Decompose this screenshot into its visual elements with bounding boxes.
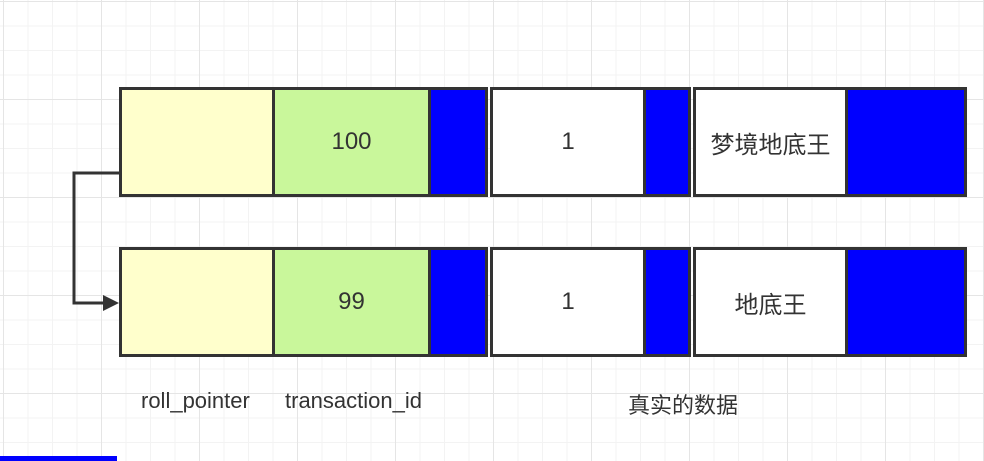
name-field-cell: 地底王: [693, 247, 848, 357]
divider-cell: [643, 87, 691, 197]
transaction-id-value: 99: [338, 288, 365, 315]
arrowhead-icon: [103, 295, 119, 311]
bottom-left-blue-bar: [0, 456, 117, 461]
id-field-cell: 1: [490, 87, 646, 197]
divider-cell: [845, 87, 967, 197]
id-field-value: 1: [561, 128, 575, 155]
name-field-value: 梦境地底王: [710, 131, 831, 159]
name-field-value: 地底王: [734, 291, 807, 319]
label-roll-pointer: roll_pointer: [141, 388, 250, 413]
roll-pointer-cell: [119, 247, 275, 357]
arrow-line: [72, 171, 120, 305]
divider-cell: [643, 247, 691, 357]
divider-cell: [845, 247, 967, 357]
roll-pointer-arrow: [72, 171, 120, 311]
name-field-cell: 梦境地底王: [693, 87, 848, 197]
record-row-current: 100 1 梦境地底王: [119, 87, 967, 197]
id-field-value: 1: [561, 288, 575, 315]
divider-cell: [428, 87, 488, 197]
transaction-id-value: 100: [331, 128, 372, 155]
label-transaction-id: transaction_id: [285, 388, 422, 413]
roll-pointer-cell: [119, 87, 275, 197]
id-field-cell: 1: [490, 247, 646, 357]
transaction-id-cell: 100: [272, 87, 431, 197]
label-real-data: 真实的数据: [628, 393, 739, 418]
divider-cell: [428, 247, 488, 357]
transaction-id-cell: 99: [272, 247, 431, 357]
record-row-undo-version: 99 1 地底王: [119, 247, 967, 357]
